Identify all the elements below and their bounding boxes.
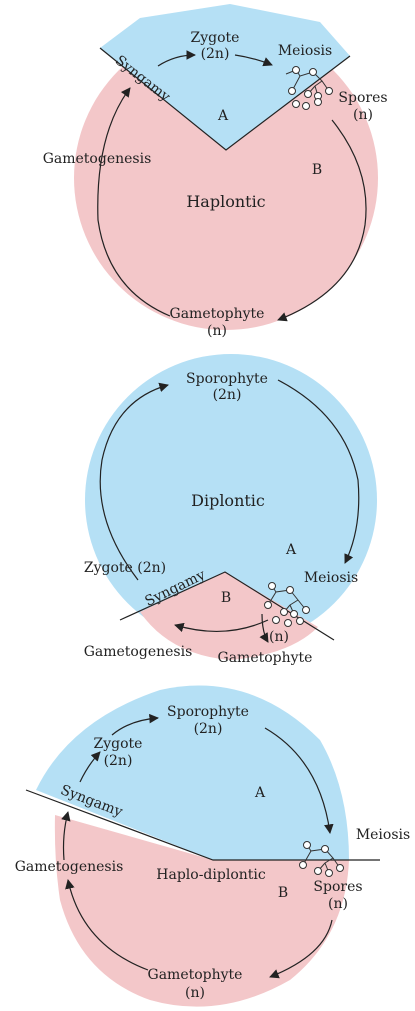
diplontic-sporophyte-label: Sporophyte xyxy=(186,371,268,387)
haplontic-meiosis-cells xyxy=(285,66,333,110)
diplontic-diagram: Sporophyte (2n) Diplontic A Zygote (2n) … xyxy=(84,354,377,666)
haplontic-spores-ploidy: (n) xyxy=(353,107,373,123)
diplontic-arrow-gametes-gametogenesis xyxy=(174,619,269,633)
haplontic-diploid-wedge xyxy=(100,4,350,150)
haplodiplontic-arrow-sporophyte-meiosis xyxy=(264,727,334,834)
haplodiplontic-arrow-zygote-sporophyte xyxy=(111,713,159,736)
haplodiplontic-meiosis-cells xyxy=(299,841,344,877)
haplodiplontic-haploid-region xyxy=(54,815,349,1007)
diplontic-haploid-wedge xyxy=(140,572,318,660)
haplontic-haploid-region xyxy=(74,26,378,330)
diplontic-arrow-zygote-sporophyte xyxy=(99,382,169,581)
haplodiplontic-title: Haplo-diplontic xyxy=(156,867,266,883)
haplodiplontic-diploid-region xyxy=(36,685,349,860)
diplontic-arrow-sporophyte-meiosis xyxy=(277,379,360,564)
haplodiplontic-gametogenesis-label: Gametogenesis xyxy=(15,859,124,875)
haplontic-gametophyte-ploidy: (n) xyxy=(207,323,227,339)
haplodiplontic-sporophyte-ploidy: (2n) xyxy=(194,721,223,737)
diplontic-arrow-cells-gametes xyxy=(259,613,269,643)
haplodiplontic-region-b: B xyxy=(278,885,288,901)
haplodiplontic-diagram: Sporophyte (2n) Zygote (2n) Syngamy A Me… xyxy=(15,685,410,1007)
haplodiplontic-spores-label: Spores xyxy=(313,879,362,895)
haplodiplontic-region-a: A xyxy=(254,785,266,801)
haplontic-wedge-edge xyxy=(99,47,351,151)
haplodiplontic-arrow-syngamy-zygote xyxy=(79,751,101,783)
haplontic-region-a: A xyxy=(217,108,229,124)
haplodiplontic-sporophyte-label: Sporophyte xyxy=(167,704,249,720)
diplontic-diploid-region xyxy=(85,354,377,646)
haplontic-diagram: Zygote (2n) Meiosis Spores (n) Syngamy A… xyxy=(43,4,388,339)
haplodiplontic-meiosis-label: Meiosis xyxy=(356,827,410,843)
haplontic-region-b: B xyxy=(312,162,322,178)
haplontic-gametogenesis-label: Gametogenesis xyxy=(43,151,152,167)
diplontic-meiosis-cells xyxy=(264,582,310,627)
diplontic-gametes-ploidy: (n) xyxy=(269,629,289,645)
haplontic-arrow-syngamy-zygote xyxy=(157,50,196,67)
haplontic-zygote-ploidy: (2n) xyxy=(201,46,230,62)
diplontic-region-b: B xyxy=(221,590,231,606)
haplodiplontic-spores-ploidy: (n) xyxy=(328,896,348,912)
haplodiplontic-arrow-gametogenesis-syngamy xyxy=(61,811,71,861)
diplontic-zygote-label: Zygote (2n) xyxy=(84,560,166,576)
haplontic-arrow-zygote-meiosis xyxy=(234,54,273,67)
haplontic-zygote-label: Zygote xyxy=(191,30,240,46)
haplodiplontic-arrow-gametophyte-gametogenesis xyxy=(65,879,149,971)
haplodiplontic-zygote-label: Zygote xyxy=(94,736,143,752)
diplontic-gametogenesis-label: Gametogenesis xyxy=(84,644,193,660)
diplontic-wedge-edge xyxy=(119,571,335,641)
haplodiplontic-gametophyte-label: Gametophyte xyxy=(148,967,243,983)
haplodiplontic-zygote-ploidy: (2n) xyxy=(104,753,133,769)
haplodiplontic-divider xyxy=(25,789,380,861)
haplontic-arrow-spores-gametophyte xyxy=(277,119,367,322)
haplontic-arrow-gametophyte-gametogenesis xyxy=(97,87,171,317)
diplontic-title: Diplontic xyxy=(191,491,265,510)
haplontic-title: Haplontic xyxy=(186,192,265,211)
haplontic-spores-label: Spores xyxy=(338,90,387,106)
diplontic-region-a: A xyxy=(285,542,297,558)
diplontic-meiosis-label: Meiosis xyxy=(304,570,358,586)
diplontic-gametophyte-label: Gametophyte xyxy=(218,650,313,666)
haplodiplontic-arrow-spores-gametophyte xyxy=(269,919,333,979)
haplontic-meiosis-label: Meiosis xyxy=(278,43,332,59)
haplontic-gametophyte-label: Gametophyte xyxy=(170,306,265,322)
diplontic-sporophyte-ploidy: (2n) xyxy=(213,387,242,403)
haplodiplontic-gametophyte-ploidy: (n) xyxy=(185,985,205,1001)
